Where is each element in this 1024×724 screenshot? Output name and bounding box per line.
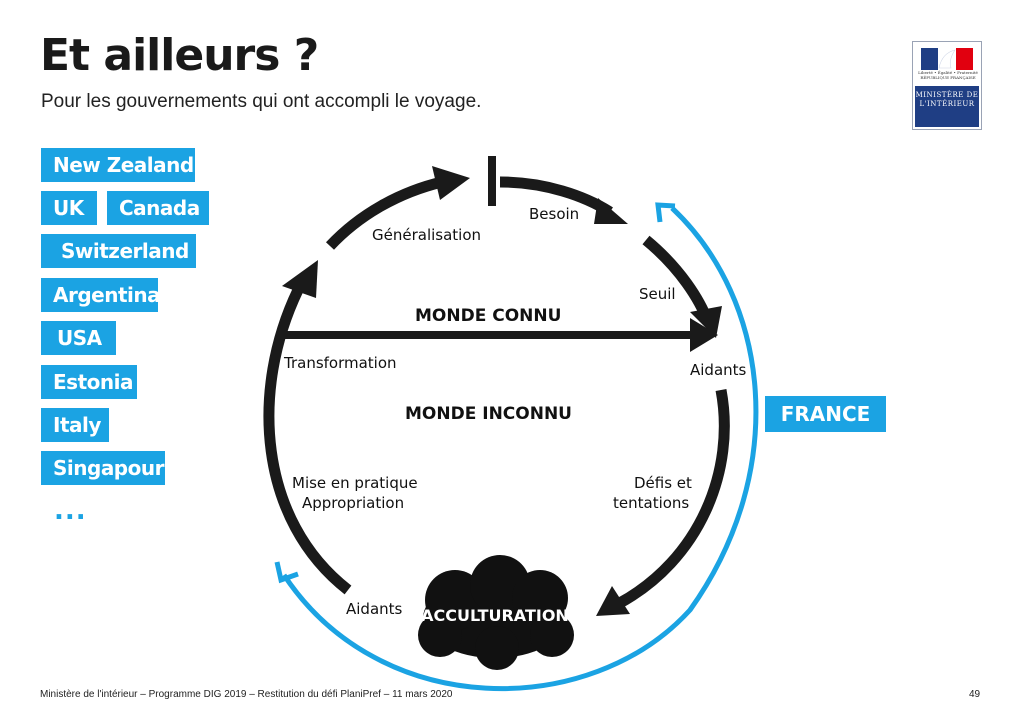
label-monde-connu: MONDE CONNU: [415, 306, 562, 326]
country-chip: Argentina: [41, 278, 161, 312]
arrow-defis: [596, 586, 630, 616]
arrow-monde-connu: [690, 318, 718, 352]
label-tentations: tentations: [613, 494, 690, 512]
page-title: Et ailleurs ?: [40, 30, 319, 81]
arc-left: [263, 287, 352, 595]
footer-text: Ministère de l'intérieur – Programme DIG…: [40, 689, 453, 700]
label-aidants-bottom: Aidants: [346, 600, 403, 618]
country-chip: UK: [41, 191, 97, 225]
arrow-besoin: [594, 198, 628, 224]
country-chip: Italy: [41, 408, 109, 442]
more-countries-ellipsis: ...: [54, 496, 87, 526]
label-aidants-top: Aidants: [690, 361, 747, 379]
arrow-left: [282, 260, 318, 298]
country-chip: USA: [41, 321, 116, 355]
ministere-logo: Liberté • Égalité • Fraternité RÉPUBLIQU…: [912, 41, 982, 130]
ministere-text: MINISTÈRE DE L'INTÉRIEUR: [915, 86, 979, 127]
label-monde-inconnu: MONDE INCONNU: [405, 404, 572, 424]
france-arrowhead-bottom: [274, 561, 299, 584]
republique-text: Liberté • Égalité • Fraternité RÉPUBLIQU…: [918, 70, 978, 80]
label-mise-en-pratique: Mise en pratique: [292, 474, 418, 492]
marianne-flag-icon: [921, 48, 973, 70]
arrow-seuil: [690, 306, 722, 338]
label-generalisation: Généralisation: [372, 226, 482, 244]
label-seuil: Seuil: [639, 285, 676, 303]
france-chip: FRANCE: [765, 396, 886, 432]
label-defis: Défis et: [634, 474, 692, 492]
country-chip: Canada: [107, 191, 209, 225]
country-chip: Singapour: [41, 451, 165, 485]
arrow-generalisation: [432, 166, 470, 200]
acculturation-cloud: [418, 555, 574, 670]
label-besoin: Besoin: [529, 205, 580, 223]
label-appropriation: Appropriation: [302, 494, 405, 512]
arc-generalisation: [325, 176, 444, 250]
page-subtitle: Pour les gouvernements qui ont accompli …: [41, 91, 482, 112]
country-chip: New Zealand: [41, 148, 195, 182]
arc-defis: [615, 388, 730, 609]
label-transformation: Transformation: [284, 354, 397, 372]
page-number: 49: [969, 689, 981, 700]
arc-seuil: [642, 235, 714, 324]
france-outer-arc: [281, 206, 759, 692]
country-chip: Estonia: [41, 365, 137, 399]
label-acculturation: ACCULTURATION: [421, 606, 569, 625]
country-chip: Switzerland: [41, 234, 196, 268]
france-arrowhead-top: [655, 202, 676, 223]
